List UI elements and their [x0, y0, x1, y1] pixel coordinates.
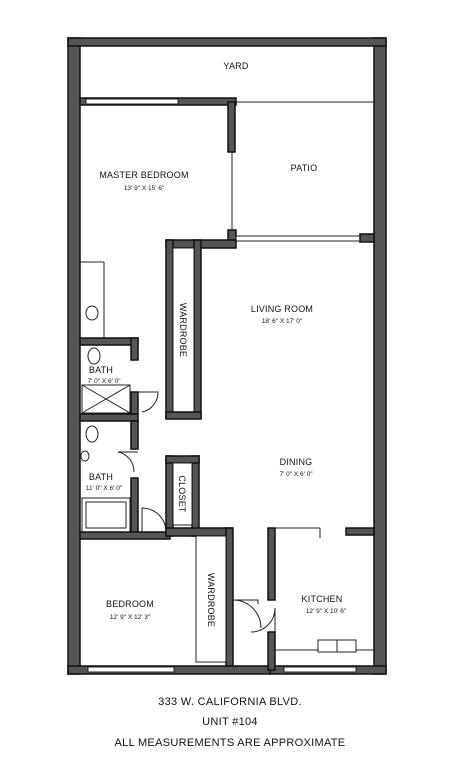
- unit-line: UNIT #104: [202, 716, 258, 728]
- bedroom-door: [232, 599, 262, 629]
- bath2-door: [117, 451, 138, 473]
- patio-label: PATIO: [291, 163, 318, 173]
- kitchen-west-wall-lower: [267, 631, 276, 671]
- master-bedroom-east-wall: [227, 101, 236, 153]
- bath1-door: [138, 391, 159, 413]
- bath1-east-wall-top: [130, 337, 139, 361]
- address-line: 333 W. CALIFORNIA BLVD.: [158, 696, 302, 708]
- living-room-label: LIVING ROOM: [251, 304, 313, 314]
- kitchen-west-wall: [267, 527, 276, 601]
- shower-diag-2: [81, 384, 131, 414]
- bedroom-hall-door: [141, 507, 167, 533]
- closet-interior: [172, 462, 193, 526]
- bath1-north-wall: [79, 337, 139, 346]
- kitchen-window-south: [283, 666, 357, 673]
- measurement-note: ALL MEASUREMENTS ARE APPROXIMATE: [114, 737, 346, 749]
- bedroom-wardrobe: [195, 535, 227, 663]
- bath2-east-wall-top: [130, 420, 139, 450]
- wardrobe-west-wall: [165, 239, 174, 419]
- bath2-sink-icon: [80, 450, 90, 462]
- exterior-walls: [67, 37, 387, 675]
- master-wardrobe-label: WARDROBE: [178, 303, 188, 357]
- bath2-south-wall: [79, 531, 171, 540]
- bedroom-north-wall: [165, 527, 233, 537]
- kitchen-dims: 12' 9" X 10' 6": [306, 608, 347, 615]
- baths-divider-wall: [79, 413, 139, 422]
- bedroom-window-south: [87, 666, 175, 673]
- kitchen-north-wall-stub: [345, 527, 375, 536]
- closet-north-wall: [165, 455, 200, 464]
- bath2-east-wall-bottom: [130, 477, 139, 537]
- bath1-east-wall-bottom: [130, 391, 139, 415]
- yard-label: YARD: [223, 61, 248, 71]
- bath1-dims: 7' 0" X 6' 0": [87, 378, 121, 385]
- master-sink-icon: [85, 305, 99, 321]
- bedroom-label: BEDROOM: [106, 599, 154, 609]
- closet-west-wall: [165, 455, 174, 537]
- kitchen-label: KITCHEN: [302, 594, 343, 604]
- dining-label: DINING: [280, 457, 313, 467]
- bedroom-wardrobe-label: WARDROBE: [206, 573, 216, 627]
- dining-dims: 7' 0" X 6' 0": [279, 471, 313, 478]
- bath1-toilet-icon: [87, 347, 101, 365]
- bath2-toilet-icon: [85, 425, 99, 443]
- wardrobe-east-wall: [193, 239, 202, 419]
- bath1-label: BATH: [89, 365, 113, 375]
- closet-label: CLOSET: [177, 475, 187, 513]
- bath2-dims: 11' 0" X 6' 0": [86, 485, 123, 492]
- bath2-tub-inner: [85, 501, 127, 529]
- wardrobe-bottom-wall: [165, 411, 202, 420]
- bedroom-wardrobe-wall: [225, 527, 234, 667]
- kitchen-door: [250, 607, 276, 633]
- master-bedroom-window: [85, 98, 179, 105]
- closet-east-wall: [191, 455, 200, 537]
- living-room-sliding-glass: [235, 235, 361, 242]
- living-room-north-wall-end: [359, 233, 375, 243]
- master-bedroom-dims: 13' 9" X 15' 6": [124, 185, 165, 192]
- master-bedroom-label: MASTER BEDROOM: [99, 170, 188, 180]
- bedroom-dims: 12' 9" X 12' 3": [110, 614, 151, 621]
- bath2-label: BATH: [89, 472, 113, 482]
- living-room-dims: 18' 6" X 17' 0": [262, 318, 303, 325]
